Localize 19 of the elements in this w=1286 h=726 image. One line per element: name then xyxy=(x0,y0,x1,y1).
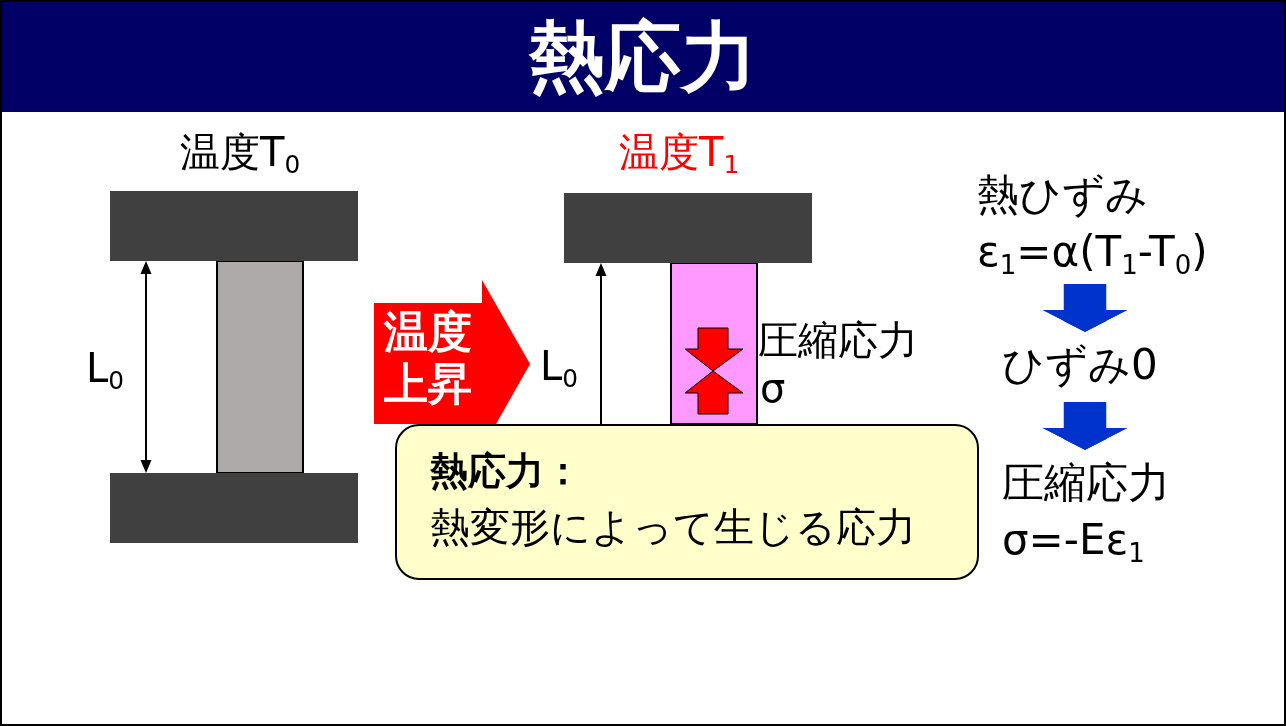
arrow-label: 温度上昇 xyxy=(383,306,473,410)
heading-text: 熱ひずみ xyxy=(977,169,1148,221)
temperature-label: 温度T$_{0}$ xyxy=(180,128,301,176)
length-label: L$_{0}$ xyxy=(540,342,579,390)
stress-symbol: σ xyxy=(760,364,786,412)
result-text: ひずみ0 xyxy=(1002,339,1158,391)
arrow xyxy=(1042,402,1128,450)
temperature-label: 温度T$_{1}$ xyxy=(619,128,740,176)
formula-text: ε$_{1}$=α(T$_{1}$-T$_{0}$) xyxy=(977,225,1208,280)
block-arrow xyxy=(374,280,530,424)
stress-label: 圧縮応力 xyxy=(758,316,918,364)
length-label: L$_{0}$ xyxy=(86,344,125,392)
callout-heading: 熱応力： xyxy=(430,448,582,495)
title-text: 熱応力 xyxy=(529,13,757,101)
heading-text: 圧縮応力 xyxy=(1002,457,1170,509)
arrow xyxy=(1042,284,1128,332)
formula-text: σ=-Eε$_{1}$ xyxy=(1002,513,1145,568)
callout-box xyxy=(395,424,979,580)
callout-text: 熱変形によって生じる応力 xyxy=(430,502,916,552)
